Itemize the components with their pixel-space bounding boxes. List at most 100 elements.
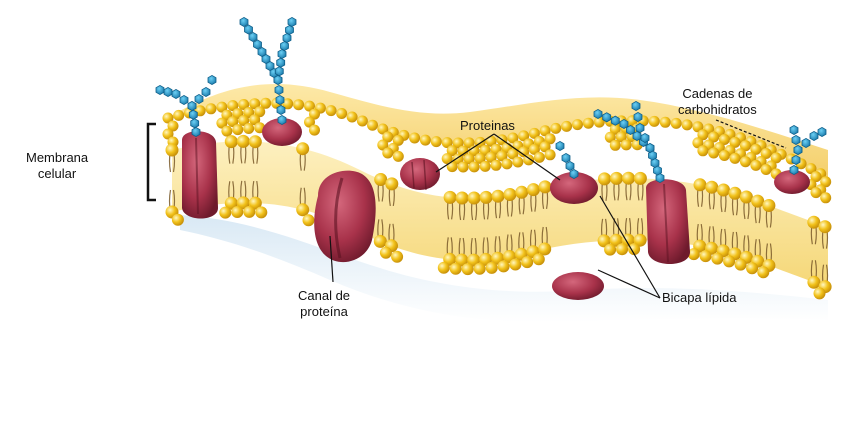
lipid-head-bottom-row [757, 266, 770, 279]
lipid-head-top-surface [620, 139, 632, 151]
sugar-unit [648, 150, 657, 161]
sugar-unit [817, 126, 827, 138]
lipid-head-bottom-row [461, 263, 474, 276]
sugar-unit [569, 168, 579, 180]
lipid-head-outer-layer [224, 135, 238, 149]
lipid-head-top-surface [708, 147, 720, 159]
lipid-head-top-surface [518, 130, 530, 142]
lipid-head-top-surface [392, 150, 404, 162]
lipid-head-top-surface [544, 133, 556, 145]
lipid-head-top-surface [309, 124, 320, 136]
lipid-head-top-surface [221, 125, 233, 137]
lipid-head-top-surface [681, 119, 693, 131]
lipid-head-top-surface [708, 131, 720, 143]
lipid-head-top-surface [518, 146, 530, 158]
sugar-unit [179, 94, 189, 106]
lipid-head-outer-layer [165, 143, 179, 157]
sugar-unit [631, 100, 641, 112]
lipid-head-top-surface [227, 116, 239, 128]
lipid-head-top-surface [820, 192, 832, 204]
sugar-unit [187, 100, 197, 112]
lipid-head-outer-layer [598, 172, 611, 186]
protein-channel [314, 170, 376, 263]
lipid-head-outer-layer [807, 215, 821, 229]
lipid-head-top-surface [697, 145, 709, 157]
lipid-head-top-surface [718, 150, 730, 161]
lipid-head-outer-layer [296, 142, 310, 156]
label-carbohydrates-line2: carbohidratos [678, 102, 757, 117]
lipid-head-top-surface [243, 107, 255, 118]
lipid-head-bottom-row [687, 248, 700, 261]
lipid-head-top-surface [419, 134, 431, 146]
lipid-head-top-surface [760, 148, 772, 159]
lipid-head-top-surface [528, 127, 540, 139]
lipid-head-outer-layer [248, 135, 262, 149]
lipid-head-top-surface [162, 112, 174, 124]
sugar-unit [163, 86, 173, 98]
lipid-head-top-surface [243, 123, 255, 134]
sugar-unit [635, 122, 645, 134]
sugar-unit [555, 140, 565, 152]
lipid-head-top-surface [309, 108, 320, 120]
lipid-head-top-surface [479, 160, 491, 172]
sugar-unit [626, 124, 635, 136]
lipid-head-bottom-row [604, 243, 617, 256]
lipid-head-top-surface [550, 122, 562, 134]
lipid-head-inner-layer [467, 253, 481, 267]
sugar-unit [273, 74, 283, 86]
lipid-head-top-surface [561, 120, 573, 132]
lipid-head-top-surface [409, 132, 421, 144]
protein-top-dome [262, 118, 302, 146]
lipid-head-top-surface [718, 134, 730, 145]
lipid-head-outer-layer [762, 199, 776, 212]
sugar-unit [287, 16, 297, 28]
lipid-head-top-surface [697, 129, 709, 141]
lipid-head-top-surface [507, 148, 519, 160]
sugar-unit [809, 130, 819, 142]
sugar-unit [188, 109, 198, 120]
lipid-head-bottom-row [497, 260, 510, 273]
lipid-head-inner-layer [538, 242, 552, 256]
lipid-head-inner-layer [296, 203, 310, 217]
label-channel-line2: proteína [300, 304, 348, 319]
lipid-head-top-surface [441, 153, 453, 165]
carbohydrate-chains [155, 16, 827, 184]
lipid-head-inner-layer [224, 196, 238, 210]
lipid-head-outer-layer [622, 171, 635, 185]
lipid-head-top-surface [227, 100, 239, 112]
sugar-unit [791, 154, 801, 166]
lipid-head-top-surface [485, 135, 497, 147]
sugar-unit [280, 40, 289, 52]
lipid-head-outer-layer [717, 183, 730, 197]
sugar-unit [282, 32, 292, 44]
lipid-head-inner-layer [597, 234, 611, 248]
lipid-head-bottom-row [509, 258, 522, 271]
lipid-head-top-surface [463, 137, 475, 149]
lipid-head-top-surface [648, 115, 660, 127]
label-carbohydrates-line1: Cadenas de [682, 86, 753, 101]
lipid-head-bottom-row [449, 262, 462, 275]
lipid-head-inner-layer [455, 253, 469, 267]
sugar-unit [244, 24, 253, 35]
sugar-unit [791, 134, 801, 146]
lipid-head-top-surface [325, 105, 337, 117]
lipid-head-bottom-row [723, 255, 736, 268]
sugar-unit [274, 66, 284, 77]
lipid-head-top-surface [336, 108, 348, 119]
lipid-head-top-surface [304, 116, 315, 128]
lipid-head-top-surface [539, 141, 551, 153]
lipid-head-bottom-row [302, 214, 315, 227]
sugar-unit [565, 160, 575, 172]
membrane-shadow [180, 215, 828, 323]
lipid-head-top-surface [533, 151, 545, 163]
lipid-head-bottom-row [734, 258, 747, 271]
lipid-head-outer-layer [479, 190, 493, 204]
lipid-head-outer-layer [633, 171, 647, 185]
sugar-unit [253, 39, 262, 50]
lipid-head-top-surface [485, 151, 497, 163]
lipid-head-top-surface [750, 143, 762, 155]
lipid-head-inner-layer [609, 233, 623, 247]
lipid-head-outer-layer [374, 173, 388, 186]
protein-right-transmembrane [646, 179, 690, 264]
